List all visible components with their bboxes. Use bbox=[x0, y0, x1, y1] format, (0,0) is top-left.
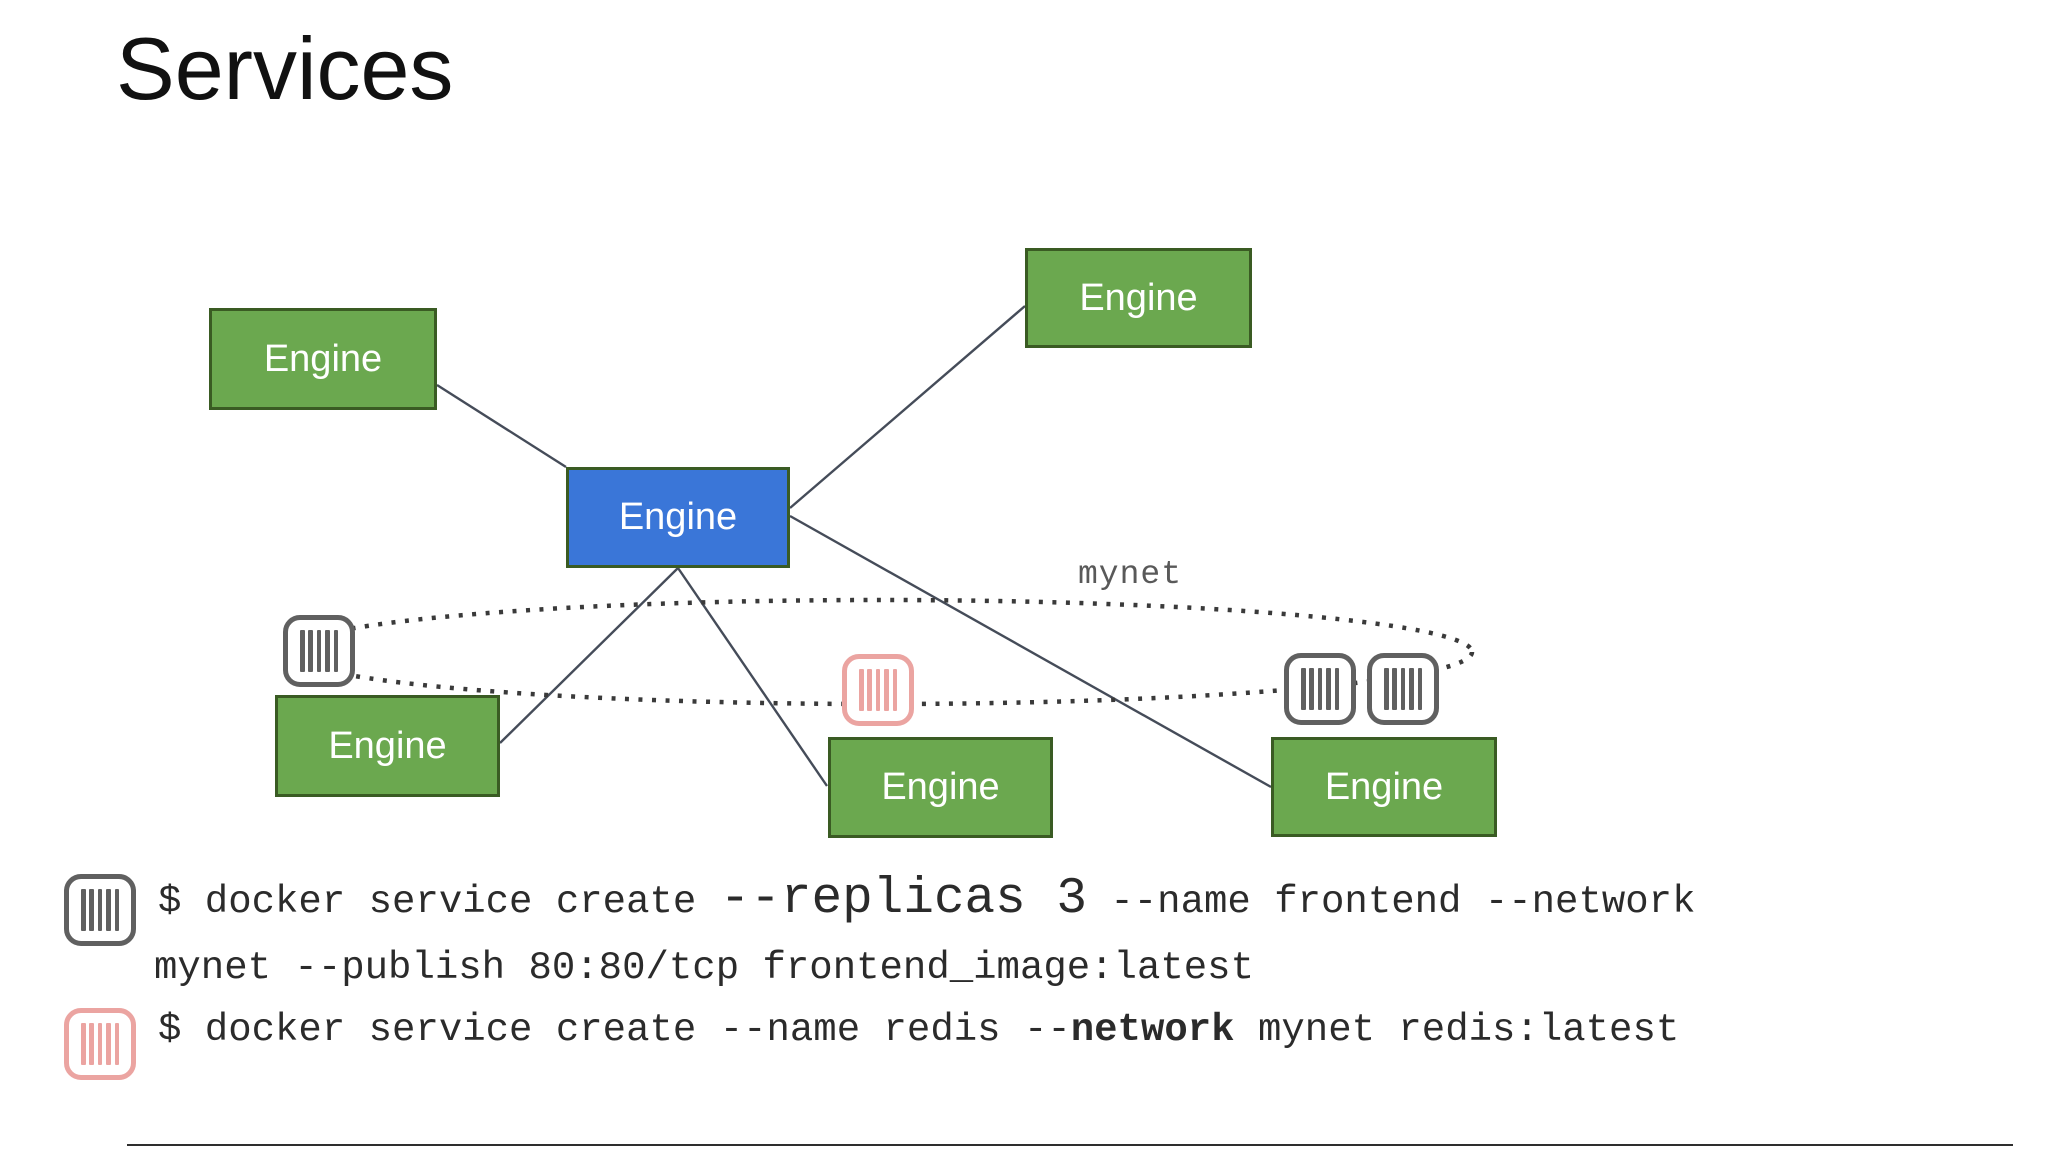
container-icon bbox=[1367, 653, 1439, 725]
command-text-bold: network bbox=[1070, 1008, 1235, 1052]
connector-line bbox=[789, 514, 1272, 789]
connector-line bbox=[677, 567, 828, 787]
container-icon bbox=[283, 615, 355, 687]
command-text: $ docker service create --name redis -- bbox=[158, 1008, 1071, 1052]
connector-line bbox=[789, 305, 1026, 509]
engine-label: Engine bbox=[328, 724, 447, 767]
connector-line bbox=[499, 567, 679, 744]
engine-node-bottom-center: Engine bbox=[828, 737, 1053, 838]
command-text: $ docker service create bbox=[158, 880, 720, 924]
engine-label: Engine bbox=[1079, 276, 1198, 319]
network-ellipse bbox=[285, 597, 1475, 707]
container-icon bbox=[64, 1008, 136, 1080]
engine-label: Engine bbox=[881, 766, 1000, 808]
command-text: mynet redis:latest bbox=[1234, 1008, 1680, 1052]
page-title: Services bbox=[116, 19, 454, 118]
engine-node-top-left: Engine bbox=[209, 308, 437, 410]
engine-node-bottom-left: Engine bbox=[275, 695, 500, 797]
command-line-2: mynet --publish 80:80/tcp frontend_image… bbox=[154, 940, 1254, 996]
container-icon bbox=[842, 654, 914, 726]
engine-node-hub: Engine bbox=[566, 467, 790, 568]
engine-node-top-right: Engine bbox=[1025, 248, 1252, 348]
command-line-3: $ docker service create --name redis --n… bbox=[158, 1002, 1679, 1058]
command-text: mynet --publish 80:80/tcp frontend_image… bbox=[154, 946, 1254, 990]
connector-line bbox=[436, 383, 567, 469]
engine-label: Engine bbox=[1324, 765, 1444, 808]
container-icon bbox=[64, 874, 136, 946]
engine-label: Engine bbox=[618, 496, 738, 538]
command-line-1: $ docker service create --replicas 3 --n… bbox=[158, 872, 1695, 930]
engine-label: Engine bbox=[263, 337, 383, 380]
network-name-label: mynet bbox=[1078, 556, 1183, 593]
bottom-divider bbox=[127, 1144, 2013, 1146]
container-icon bbox=[1284, 653, 1356, 725]
command-text: --name frontend --network bbox=[1086, 880, 1696, 924]
engine-node-bottom-right: Engine bbox=[1271, 737, 1497, 837]
command-text-emphasized: --replicas 3 bbox=[719, 871, 1087, 928]
